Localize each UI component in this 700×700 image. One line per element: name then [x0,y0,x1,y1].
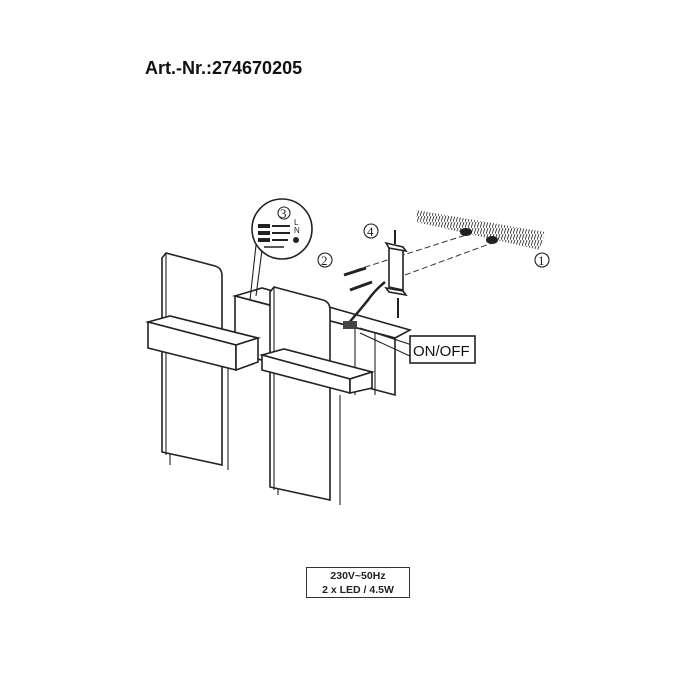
wall: 1 [416,210,550,268]
spec-box: 230V~50Hz 2 x LED / 4.5W [306,567,410,598]
article-number: Art.-Nr.:274670205 [145,58,303,78]
live-wire-label: L [294,218,299,227]
led-spec: 2 x LED / 4.5W [322,584,394,596]
wiring-callout: 3 L N [249,198,313,301]
switch-callout: ON/OFF [359,327,476,364]
step-4-number: 4 [367,224,374,239]
voltage-spec: 230V~50Hz [330,570,386,582]
step-1-number: 1 [538,253,545,268]
step-2-number: 2 [321,253,328,268]
neutral-wire-label: N [294,226,300,235]
step-3-number: 3 [280,206,287,221]
on-off-label: ON/OFF [413,343,470,360]
left-lamp [144,252,261,470]
wall-bracket: 2 4 [317,223,493,318]
power-cable [343,281,386,329]
right-lamp [258,286,375,505]
